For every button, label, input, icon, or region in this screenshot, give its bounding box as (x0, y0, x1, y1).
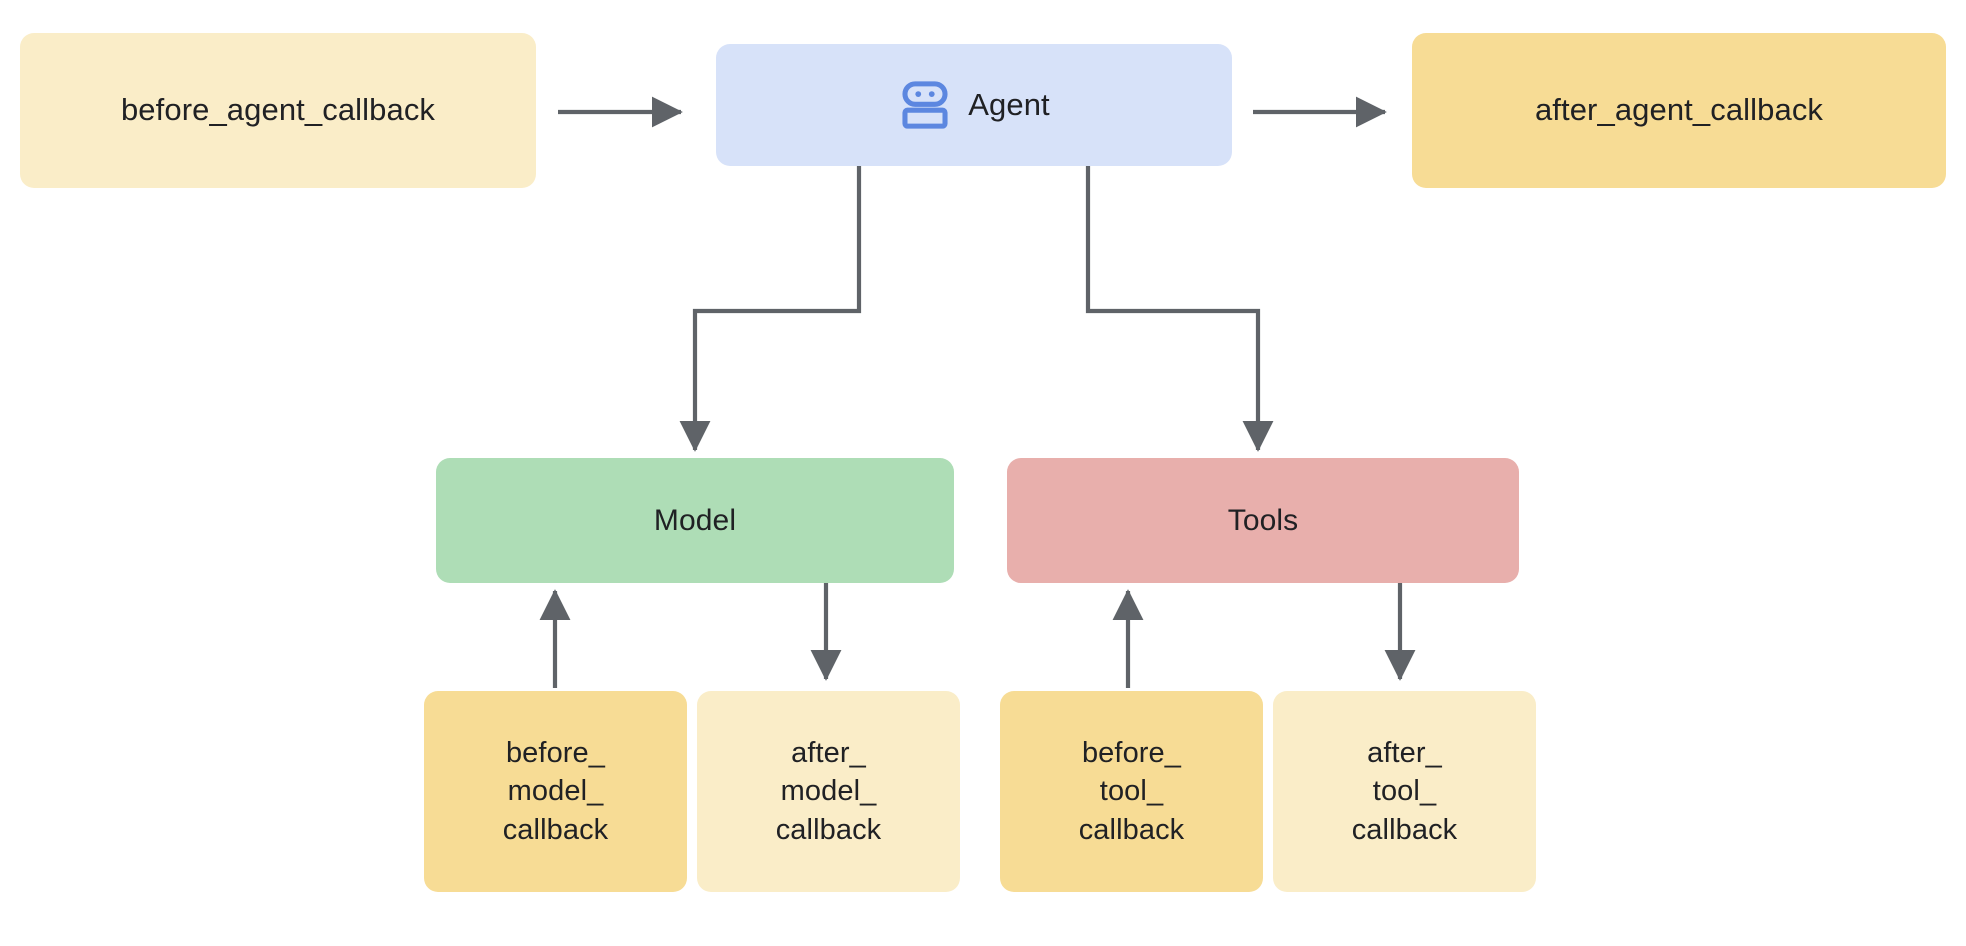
node-model[interactable]: Model (436, 458, 954, 583)
edge-agent-to-model (679, 166, 862, 452)
node-after-tool-callback[interactable]: after_ tool_ callback (1273, 691, 1536, 892)
node-agent[interactable]: Agent (716, 44, 1232, 166)
node-label: before_ model_ callback (502, 737, 609, 846)
node-label: Agent (968, 86, 1050, 122)
robot-icon (902, 81, 948, 129)
node-label: Model (653, 503, 737, 537)
edge-agent-to-tools (1085, 166, 1274, 452)
node-tools[interactable]: Tools (1007, 458, 1519, 583)
node-before-model-callback[interactable]: before_ model_ callback (424, 691, 687, 892)
node-label: after_ tool_ callback (1351, 737, 1458, 846)
node-after-agent-callback[interactable]: after_agent_callback (1412, 33, 1946, 188)
node-label: before_ tool_ callback (1078, 737, 1185, 846)
node-after-model-callback[interactable]: after_ model_ callback (697, 691, 960, 892)
node-label: Tools (1227, 503, 1299, 537)
node-before-tool-callback[interactable]: before_ tool_ callback (1000, 691, 1263, 892)
node-before-agent-callback[interactable]: before_agent_callback (20, 33, 536, 188)
node-label: before_agent_callback (120, 92, 436, 128)
node-label: after_ model_ callback (775, 737, 882, 846)
node-label: after_agent_callback (1534, 92, 1824, 128)
